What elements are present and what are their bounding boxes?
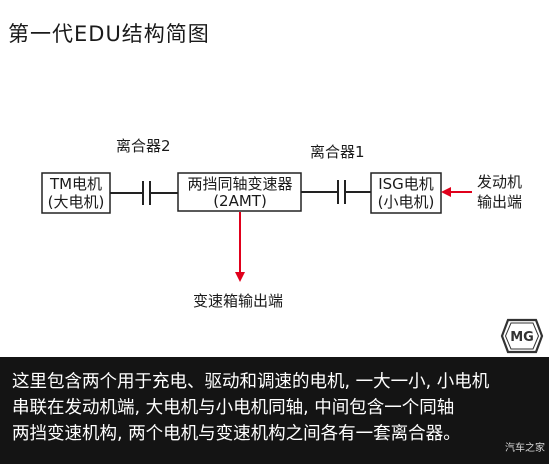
- clutch2-label: 离合器2: [116, 137, 171, 155]
- mg-logo-text: MG: [510, 330, 534, 345]
- isg-motor-sub: (小电机): [378, 193, 435, 211]
- tm-motor-sub: (大电机): [48, 193, 105, 211]
- caption-line-1: 这里包含两个用于充电、驱动和调速的电机, 一大一小, 小电机: [12, 372, 490, 392]
- page-title: 第一代EDU结构简图: [8, 22, 210, 46]
- engine-output-line1: 发动机: [477, 173, 522, 191]
- engine-output-line2: 输出端: [477, 193, 522, 211]
- mg-logo-icon: MG: [500, 318, 544, 354]
- caption-line-3: 两挡变速机构, 两个电机与变速机构之间各有一套离合器。: [12, 424, 461, 444]
- transmission-sub: (2AMT): [213, 192, 267, 210]
- transmission-name: 两挡同轴变速器: [187, 175, 292, 193]
- clutch1-symbol: [301, 180, 371, 204]
- clutch2-symbol: [110, 181, 178, 205]
- edu-structure-diagram: 离合器2 离合器1 TM电机 (大电机) 两挡同轴变速器 (2AMT) ISG电…: [41, 137, 522, 310]
- caption-box: 这里包含两个用于充电、驱动和调速的电机, 一大一小, 小电机 串联在发动机端, …: [0, 357, 549, 464]
- gearbox-output-label: 变速箱输出端: [193, 292, 283, 310]
- tm-motor-box: TM电机 (大电机): [41, 172, 111, 214]
- tm-motor-name: TM电机: [49, 175, 102, 193]
- transmission-box: 两挡同轴变速器 (2AMT): [177, 172, 302, 212]
- watermark: 汽车之家: [505, 443, 545, 454]
- isg-motor-box: ISG电机 (小电机): [370, 172, 442, 214]
- caption-line-2: 串联在发动机端, 大电机与小电机同轴, 中间包含一个同轴: [12, 398, 455, 418]
- isg-motor-name: ISG电机: [378, 175, 434, 193]
- clutch1-label: 离合器1: [310, 143, 365, 161]
